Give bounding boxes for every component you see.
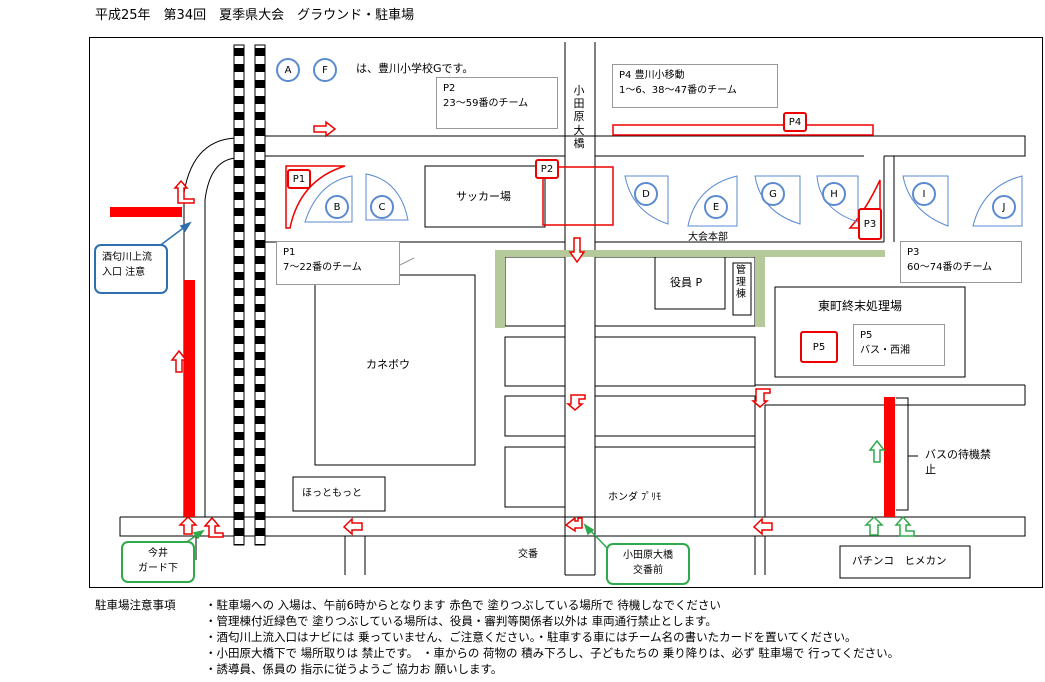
legend-note-text: は、豊川小学校Gです。: [356, 62, 474, 75]
green-arrows: [864, 439, 915, 537]
admin-building-label: 管 理 棟: [734, 265, 748, 301]
road-network: [119, 42, 1026, 576]
lot-info-p2: P2 23〜59番のチーム: [436, 77, 558, 129]
honda-primo-label: ホンダ ﾌﾟﾘﾓ: [608, 492, 662, 503]
railway-tracks: [233, 44, 266, 546]
field-a-marker: A: [276, 58, 300, 82]
field-b-marker: B: [325, 195, 349, 219]
lot-info-p2-teams: 23〜59番のチーム: [443, 98, 529, 109]
page-title: 平成25年 第34回 夏季県大会 グラウンド・駐車場: [95, 8, 415, 23]
no-wait-zones: [110, 207, 895, 517]
lot-info-p3-title: P3: [907, 247, 920, 258]
imai-callout-line1: 今井: [148, 548, 168, 559]
hq-label: 大会本部: [688, 232, 728, 243]
sakawa-entrance-callout: 酒匂川上流 入口 注意: [94, 244, 168, 294]
odawara-bridge-label: 小 田 原 大 橋: [572, 84, 586, 150]
field-arcs: [304, 173, 1023, 227]
incinerator-label: 東町終末処理場: [818, 299, 903, 313]
lot-info-p2-title: P2: [443, 83, 456, 94]
lot-info-p3: P3 60〜74番のチーム: [900, 241, 1022, 283]
imai-underpass-callout: 今井 ガード下: [121, 541, 195, 583]
field-e-marker: E: [704, 195, 728, 219]
lot-info-p4-title: P4 豊川小移動: [619, 70, 685, 81]
admin-char-2: 理: [736, 277, 746, 288]
sakawa-callout-line1: 酒匂川上流: [102, 252, 152, 263]
bus-no-wait-note: バスの待機禁 止: [925, 448, 991, 478]
koban-callout-line2: 交番前: [633, 565, 663, 576]
bus-note-line1: バスの待機禁: [925, 448, 991, 461]
parking-badge-p4: P4: [783, 112, 807, 132]
bridge-char-3: 原: [573, 110, 585, 124]
officials-parking-label: 役員 P: [670, 276, 703, 289]
red-arrows: [170, 120, 773, 538]
note-line-4: ・小田原大橋下で 場所取りは 禁止です。 ・車からの 荷物の 積み下ろし、子ども…: [205, 646, 900, 660]
bridge-char-2: 田: [573, 97, 585, 111]
admin-char-1: 管: [736, 265, 746, 276]
koban-label: 交番: [511, 543, 555, 567]
parking-badge-p3: P3: [858, 208, 882, 240]
note-line-2: ・管理棟付近緑色で 塗りつぶしている場所は、役員・審判等関係者以外は 車両通行禁…: [205, 614, 717, 628]
note-line-5: ・誘導員、係員の 指示に従うようご 協力お 願いします。: [205, 662, 503, 676]
parking-badge-p5: P5: [800, 331, 838, 363]
bus-note-line2: 止: [925, 462, 936, 476]
callout-pointers: [157, 221, 192, 248]
field-c-marker: C: [370, 195, 394, 219]
imai-callout-line2: ガード下: [138, 563, 178, 574]
lot-info-p1-title: P1: [283, 247, 296, 258]
field-j-marker: J: [992, 195, 1016, 219]
field-d-marker: D: [634, 182, 658, 206]
staff-only-zone: [495, 250, 885, 328]
koban-callout-line1: 小田原大橋: [623, 550, 673, 561]
soccer-field-label: サッカー場: [456, 190, 511, 203]
bridge-char-5: 橋: [573, 136, 585, 150]
hotto-motto-label: ほっともっと: [302, 488, 362, 499]
lot-info-p5: P5 バス・西湘: [853, 324, 945, 366]
lot-info-p3-teams: 60〜74番のチーム: [907, 262, 993, 273]
pachinko-label: パチンコ ヒメカン: [852, 555, 947, 567]
sakawa-callout-line2: 入口 注意: [102, 267, 146, 278]
field-h-marker: H: [822, 182, 846, 206]
notes-heading: 駐車場注意事項: [95, 598, 176, 612]
parking-badge-p1: P1: [287, 169, 311, 189]
kanebo-label: カネボウ: [366, 358, 410, 371]
bridge-char-4: 大: [573, 123, 585, 137]
field-f-marker: F: [313, 58, 337, 82]
lot-info-p1-teams: 7〜22番のチーム: [283, 262, 362, 273]
odawara-koban-callout: 小田原大橋 交番前: [606, 543, 690, 585]
lot-info-p4-teams: 1〜6、38〜47番のチーム: [619, 85, 737, 96]
parking-badge-p2: P2: [535, 159, 559, 179]
admin-char-3: 棟: [736, 289, 746, 300]
lot-info-p5-desc: バス・西湘: [860, 345, 910, 356]
field-i-marker: I: [912, 182, 936, 206]
field-g-marker: G: [761, 182, 785, 206]
lot-info-p4: P4 豊川小移動 1〜6、38〜47番のチーム: [612, 64, 778, 108]
bridge-char-1: 小: [573, 84, 585, 97]
note-line-1: ・駐車場への 入場は、午前6時からとなります 赤色で 塗りつぶしている場所で 待…: [205, 598, 721, 612]
note-line-3: ・酒匂川上流入口はナビには 乗っていません、ご注意ください。・駐車する車にはチー…: [205, 630, 857, 644]
lot-info-p1: P1 7〜22番のチーム: [276, 241, 400, 285]
lot-info-p5-title: P5: [860, 330, 873, 341]
